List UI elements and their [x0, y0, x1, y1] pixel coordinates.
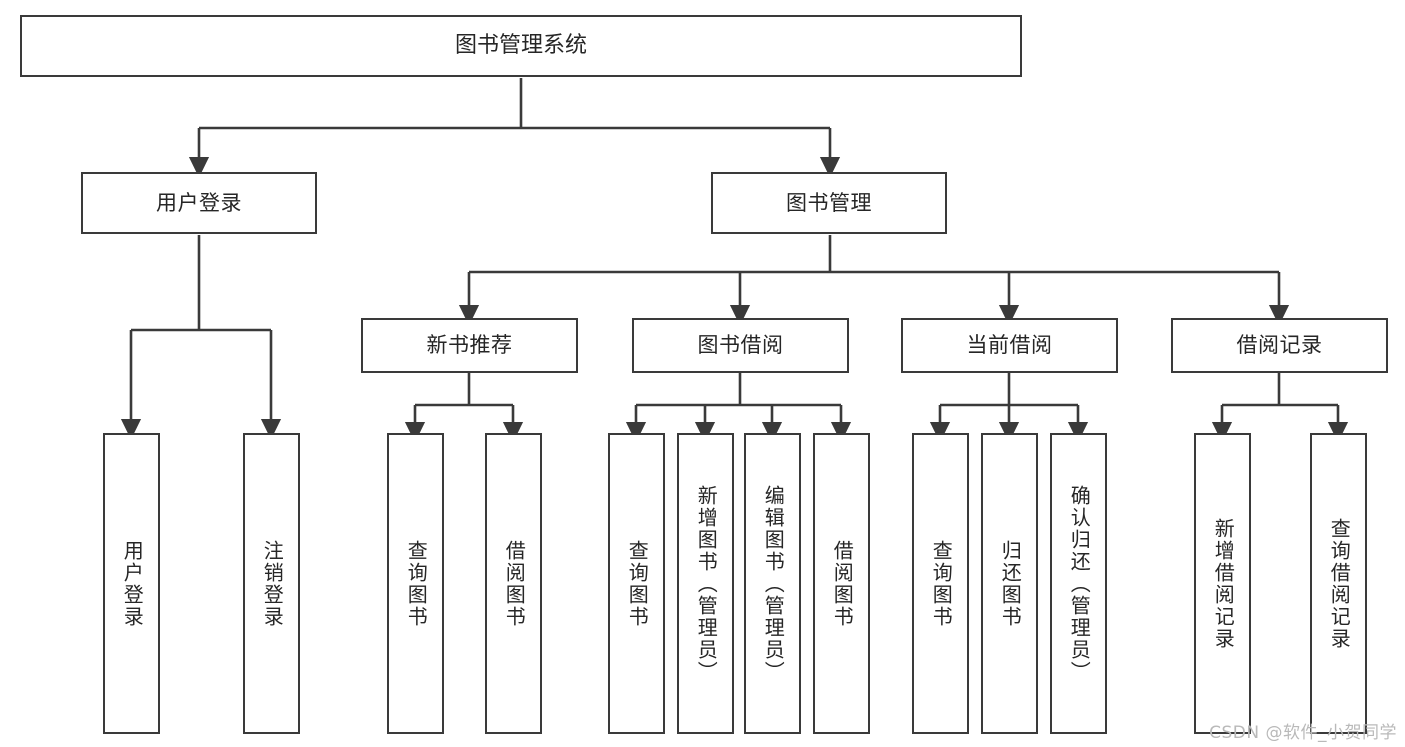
node-book-manage[interactable]: 图书管理: [711, 172, 947, 234]
node-root-system[interactable]: 图书管理系统: [20, 15, 1022, 77]
node-label: 查询图书: [929, 539, 954, 628]
node-label: 借阅记录: [1236, 333, 1323, 358]
node-label: 当前借阅: [966, 333, 1053, 358]
node-label: 用户登录: [120, 539, 145, 628]
node-label: 确认归还（管理员）: [1067, 484, 1092, 683]
node-leaf-query-record[interactable]: 查询借阅记录: [1310, 433, 1367, 734]
node-leaf-borrow-book-2[interactable]: 借阅图书: [813, 433, 870, 734]
node-label: 归还图书: [998, 539, 1023, 628]
node-current-borrow[interactable]: 当前借阅: [901, 318, 1118, 373]
node-label: 查询图书: [404, 539, 429, 628]
node-label: 借阅图书: [502, 539, 527, 628]
node-label: 查询图书: [625, 539, 650, 628]
node-leaf-logout-login[interactable]: 注销登录: [243, 433, 300, 734]
node-label: 新书推荐: [426, 333, 513, 358]
node-label: 新增图书（管理员）: [694, 484, 719, 683]
node-user-login[interactable]: 用户登录: [81, 172, 317, 234]
node-leaf-return-book[interactable]: 归还图书: [981, 433, 1038, 734]
node-leaf-confirm-return[interactable]: 确认归还（管理员）: [1050, 433, 1107, 734]
node-book-borrow[interactable]: 图书借阅: [632, 318, 849, 373]
node-label: 图书管理系统: [454, 33, 587, 59]
node-label: 编辑图书（管理员）: [761, 484, 786, 683]
node-new-book-recommend[interactable]: 新书推荐: [361, 318, 578, 373]
node-leaf-borrow-book-1[interactable]: 借阅图书: [485, 433, 542, 734]
node-label: 用户登录: [156, 190, 242, 215]
node-borrow-record[interactable]: 借阅记录: [1171, 318, 1388, 373]
node-leaf-add-record[interactable]: 新增借阅记录: [1194, 433, 1251, 734]
node-leaf-user-login[interactable]: 用户登录: [103, 433, 160, 734]
watermark-csdn: CSDN @软件_小贺同学: [1209, 723, 1397, 743]
node-leaf-query-book-2[interactable]: 查询图书: [608, 433, 665, 734]
node-leaf-query-book-3[interactable]: 查询图书: [912, 433, 969, 734]
node-leaf-edit-book[interactable]: 编辑图书（管理员）: [744, 433, 801, 734]
node-label: 借阅图书: [830, 539, 855, 628]
node-label: 查询借阅记录: [1327, 517, 1352, 650]
node-label: 注销登录: [260, 539, 285, 628]
node-label: 图书管理: [786, 190, 872, 215]
node-leaf-query-book-1[interactable]: 查询图书: [387, 433, 444, 734]
node-leaf-add-book[interactable]: 新增图书（管理员）: [677, 433, 734, 734]
node-label: 图书借阅: [697, 333, 784, 358]
node-label: 新增借阅记录: [1211, 517, 1236, 650]
